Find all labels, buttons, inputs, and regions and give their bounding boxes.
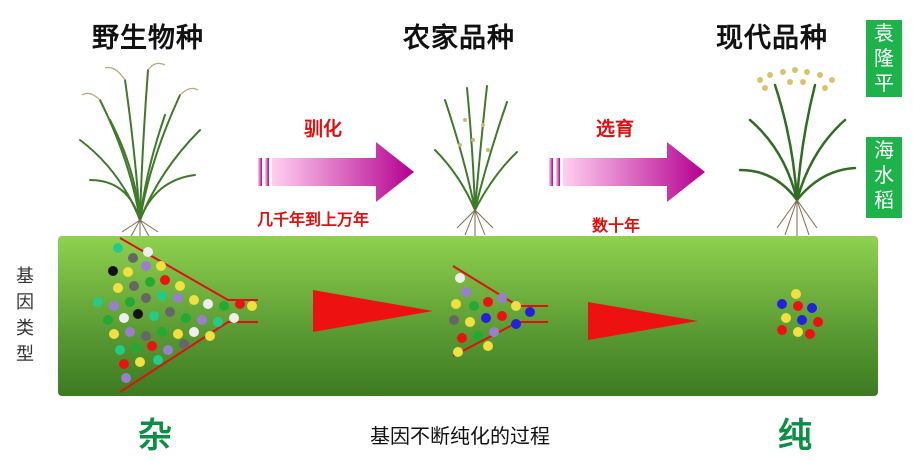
tag-sea-rice: 海水稻: [866, 137, 902, 218]
modern-rice-plant-image: [735, 60, 860, 240]
stage-title-landrace: 农家品种: [403, 16, 515, 55]
breeding-arrow-icon: [549, 142, 707, 202]
arrow-duration-domestication: 几千年到上万年: [257, 206, 369, 230]
stage-title-modern: 现代品种: [716, 16, 828, 55]
arrow-label-domestication: 驯化: [304, 114, 342, 141]
gene-type-label: 基因类型: [14, 264, 36, 368]
tag-yuan-longping: 袁隆平: [866, 20, 902, 97]
gene-purification-panel: [58, 236, 878, 396]
pure-label: 纯: [778, 408, 812, 457]
arrow-duration-breeding: 数十年: [592, 212, 640, 236]
impure-label: 杂: [138, 408, 172, 457]
wild-rice-plant-image: [70, 60, 210, 240]
arrow-label-breeding: 选育: [596, 114, 634, 141]
tag-sea-rice-label: 海水稻: [874, 138, 894, 213]
landrace-rice-plant-image: [425, 80, 525, 240]
purification-caption: 基因不断纯化的过程: [370, 420, 550, 449]
domestication-arrow-icon: [258, 142, 416, 202]
tag-yuan-longping-label: 袁隆平: [874, 21, 894, 96]
stage-title-wild: 野生物种: [92, 16, 204, 55]
